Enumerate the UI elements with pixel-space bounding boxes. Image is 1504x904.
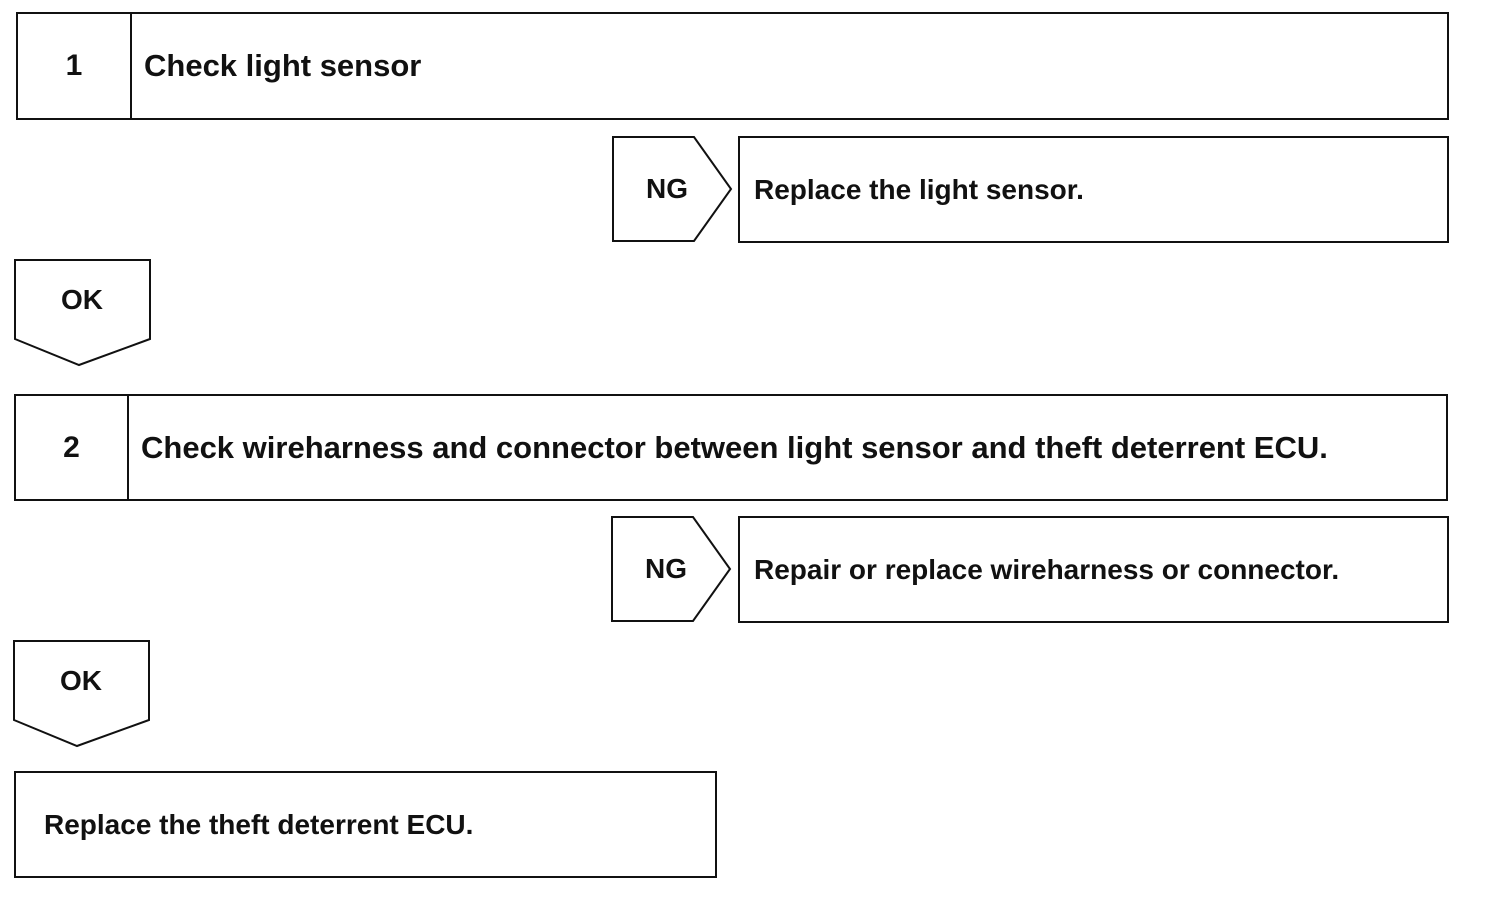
- ng-1-label: NG: [646, 173, 688, 204]
- ng-2-arrow: [611, 516, 732, 622]
- ok-1-arrow: [14, 259, 151, 367]
- ok-1-label: OK: [61, 284, 103, 315]
- ng-2-action: Repair or replace wireharness or connect…: [754, 553, 1340, 585]
- ng-1-arrow: [612, 136, 733, 242]
- step-2-box: 2 Check wireharness and connector betwee…: [14, 394, 1448, 501]
- step-1-box: 1 Check light sensor: [16, 12, 1449, 120]
- final-action-box: Replace the theft deterrent ECU.: [14, 771, 717, 878]
- final-action: Replace the theft deterrent ECU.: [44, 808, 474, 840]
- step-2-title: Check wireharness and connector between …: [141, 429, 1328, 465]
- ng-1-action: Replace the light sensor.: [754, 173, 1084, 205]
- ng-2-label: NG: [645, 553, 687, 584]
- ng-1-action-box: Replace the light sensor.: [738, 136, 1449, 243]
- ok-2-arrow: [13, 640, 150, 748]
- step-2-number: 2: [16, 396, 129, 499]
- ok-2-label: OK: [60, 665, 102, 696]
- step-1-title: Check light sensor: [144, 48, 422, 83]
- step-1-number: 1: [18, 14, 132, 118]
- ng-2-action-box: Repair or replace wireharness or connect…: [738, 516, 1449, 623]
